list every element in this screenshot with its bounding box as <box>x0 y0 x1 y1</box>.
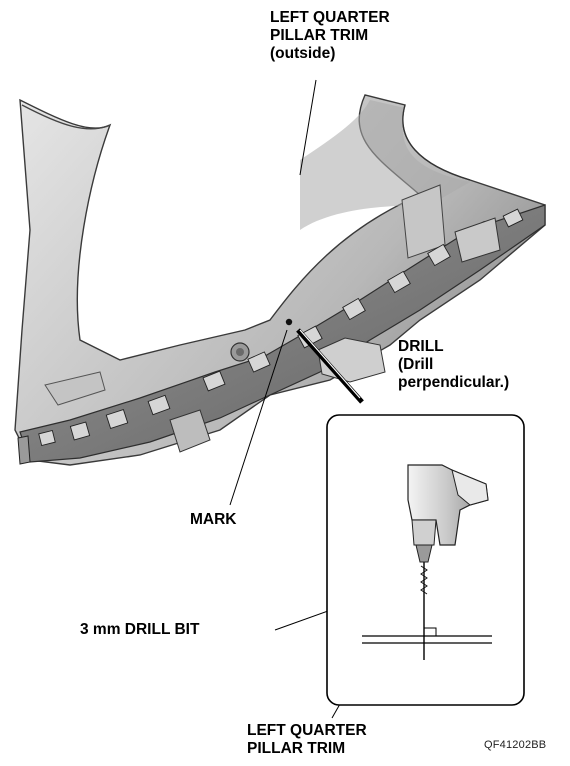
callout-drill-line-2: (Drill <box>398 356 509 374</box>
callout-top-trim-line-1: LEFT QUARTER <box>270 9 390 27</box>
callout-top-trim: LEFT QUARTER PILLAR TRIM (outside) <box>270 9 390 63</box>
callout-bottom-trim: LEFT QUARTER PILLAR TRIM <box>247 722 367 758</box>
callout-top-trim-line-2: PILLAR TRIM <box>270 27 390 45</box>
callout-top-trim-line-3: (outside) <box>270 45 390 63</box>
callout-drill: DRILL (Drill perpendicular.) <box>398 338 509 392</box>
callout-drill-bit: 3 mm DRILL BIT <box>80 621 199 639</box>
callout-bottom-trim-line-1: LEFT QUARTER <box>247 722 367 740</box>
figure-code: QF41202BB <box>484 739 546 751</box>
detail-inset <box>327 415 524 705</box>
callout-bottom-trim-line-2: PILLAR TRIM <box>247 740 367 758</box>
drill-mark-dot <box>286 319 292 325</box>
callout-mark: MARK <box>190 511 237 529</box>
callout-drill-line-1: DRILL <box>398 338 509 356</box>
callout-drill-line-3: perpendicular.) <box>398 374 509 392</box>
